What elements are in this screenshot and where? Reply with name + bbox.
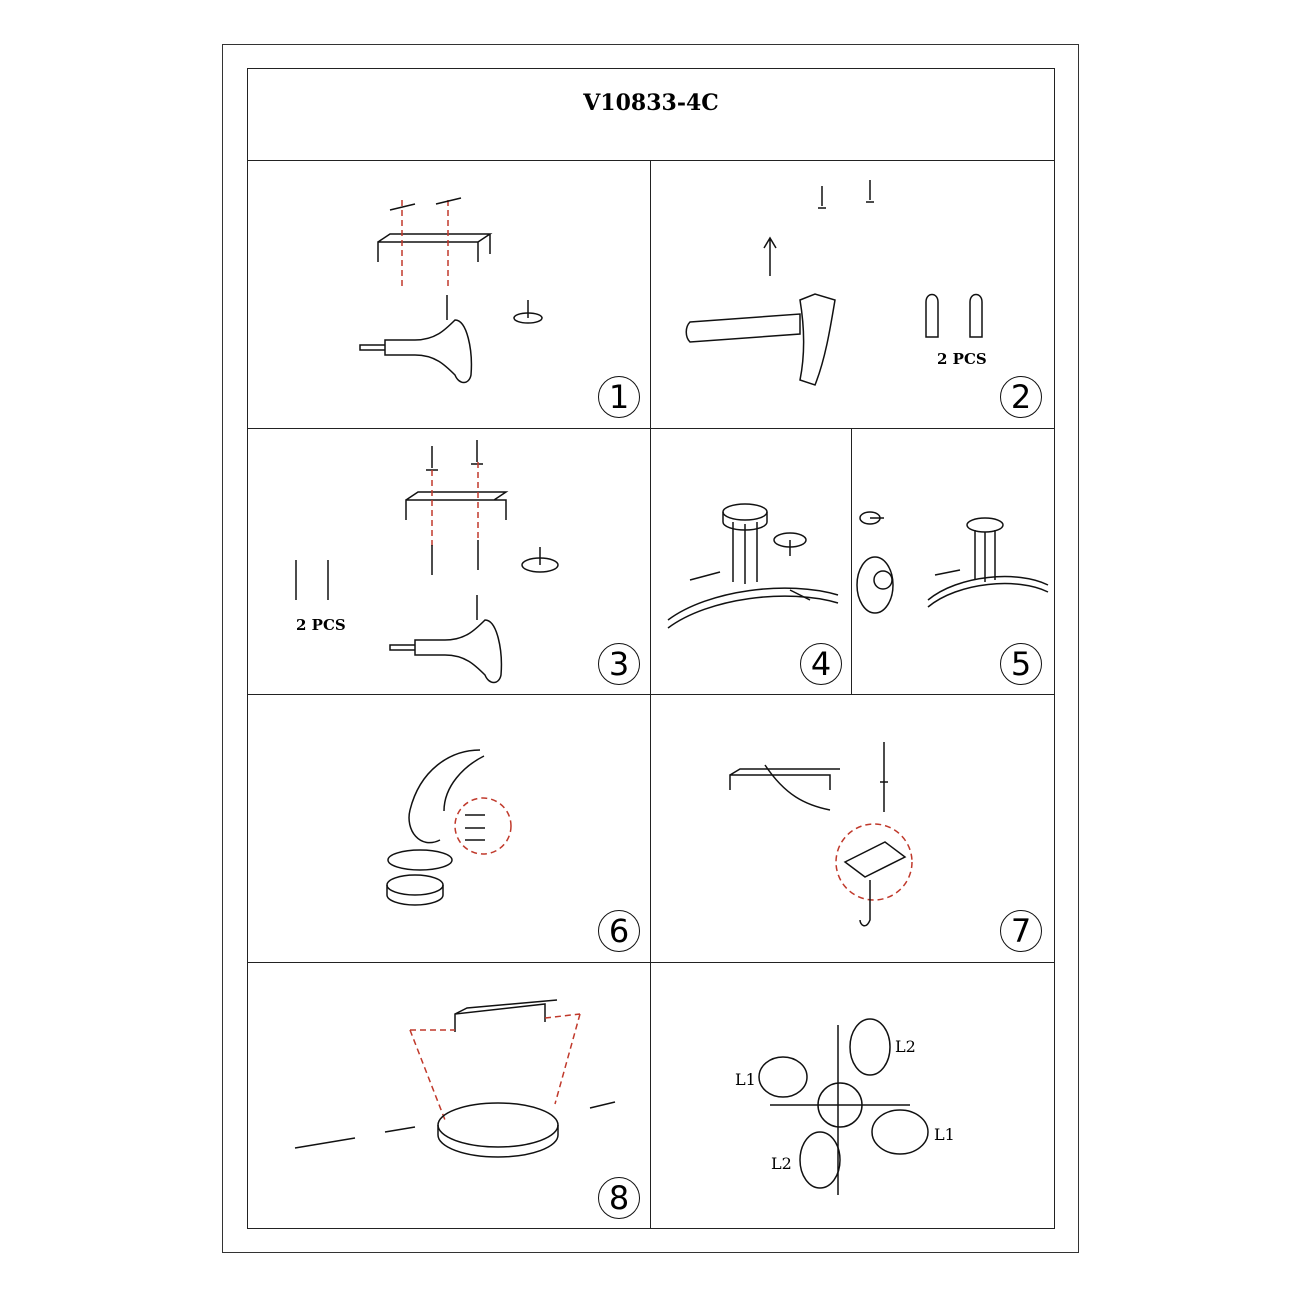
- light-label-l1-right: L1: [934, 1125, 955, 1144]
- step-number-2: 2: [1000, 376, 1042, 418]
- step-number-7: 7: [1000, 910, 1042, 952]
- diagram-frame: [247, 68, 1055, 1229]
- screw-quantity-label: 2 PCS: [296, 616, 346, 634]
- divider: [247, 428, 1055, 429]
- step-number-4: 4: [800, 643, 842, 685]
- step-number-3: 3: [598, 643, 640, 685]
- step-number-5: 5: [1000, 643, 1042, 685]
- light-label-l1-left: L1: [735, 1070, 756, 1089]
- divider: [851, 428, 852, 694]
- light-label-l2-top: L2: [895, 1037, 916, 1056]
- divider: [650, 160, 651, 1228]
- step-number-6: 6: [598, 910, 640, 952]
- step-number-1: 1: [598, 376, 640, 418]
- anchor-quantity-label: 2 PCS: [937, 350, 987, 368]
- model-title: V10833-4C: [583, 90, 719, 116]
- page-border: [222, 44, 1079, 1253]
- light-label-l2-bottom: L2: [771, 1154, 792, 1173]
- divider: [247, 962, 1055, 963]
- divider: [247, 694, 1055, 695]
- step-number-8: 8: [598, 1177, 640, 1219]
- divider: [247, 160, 1055, 161]
